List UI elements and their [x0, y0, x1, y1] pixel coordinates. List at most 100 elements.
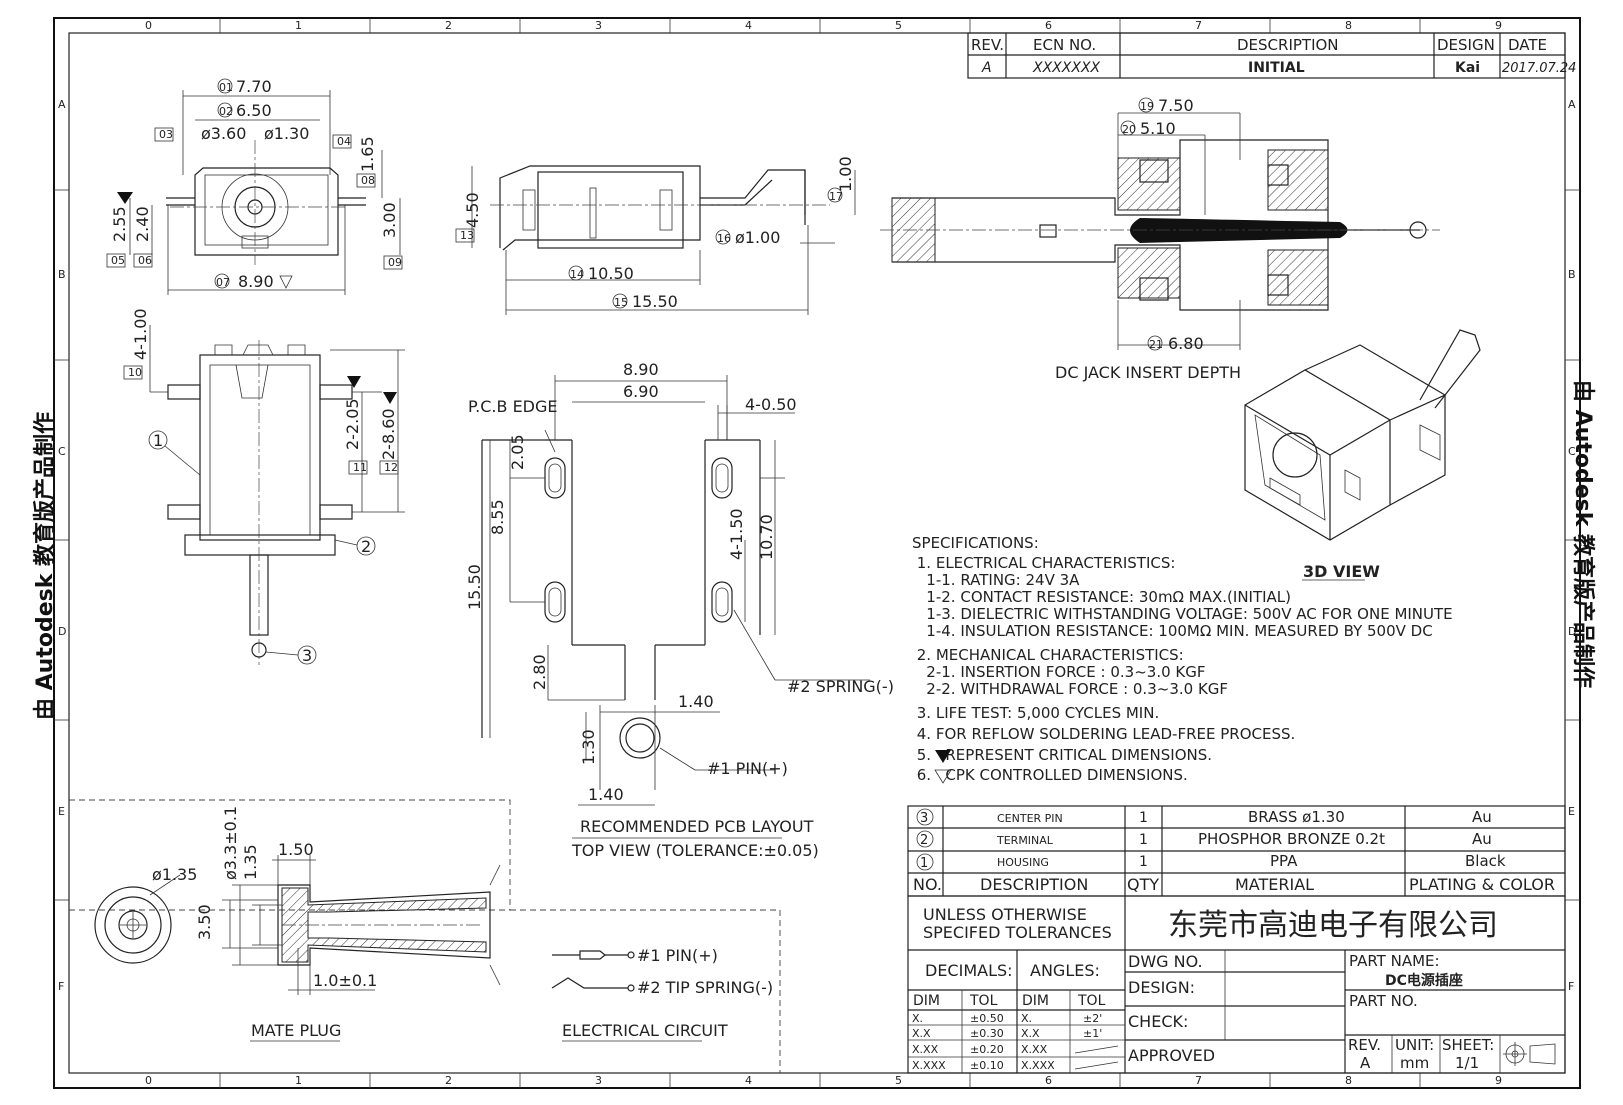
rev-label: REV. — [1348, 1036, 1381, 1054]
circuit-pin-label: #1 PIN(+) — [637, 946, 718, 965]
balloon-19: 19 — [1140, 100, 1154, 113]
dwg-no-label: DWG NO. — [1128, 952, 1203, 971]
tol-header: TOL — [1077, 993, 1106, 1009]
date-value: 2017.07.24 — [1502, 61, 1576, 76]
revision-table: REV. ECN NO. DESCRIPTION DESIGN DATE A X… — [967, 32, 1576, 79]
spring-label: #2 SPRING(-) — [787, 677, 894, 696]
balloon-04: 04 — [337, 135, 351, 148]
dec-tol: ±0.10 — [970, 1059, 1004, 1072]
dim-pcb-2-80: 2.80 — [530, 654, 549, 690]
ang-dim: X. — [1021, 1012, 1032, 1025]
circuit-label: ELECTRICAL CIRCUIT — [562, 1021, 728, 1040]
date-header: DATE — [1508, 36, 1547, 54]
row-label: F — [58, 980, 64, 993]
balloon-16: 16 — [717, 232, 731, 245]
3d-view-label: 3D VIEW — [1303, 562, 1380, 581]
dim-pcb-1-40b: 1.40 — [588, 785, 624, 804]
bom-material: PPA — [1270, 852, 1298, 870]
balloon-13: 13 — [460, 229, 474, 242]
cpk-triangle-icon — [934, 769, 952, 784]
sheet-label: SHEET: — [1442, 1036, 1494, 1054]
row-label: A — [1568, 98, 1576, 111]
sheet-value: 1/1 — [1455, 1054, 1479, 1072]
specifications: SPECIFICATIONS: 1. ELECTRICAL CHARACTERI… — [912, 534, 1453, 784]
bom-plating: Black — [1465, 852, 1506, 870]
spec-line: 2-1. INSERTION FORCE : 0.3~3.0 KGF — [912, 663, 1205, 681]
dec-dim: X.XX — [912, 1043, 939, 1056]
tol-header: TOL — [969, 993, 998, 1009]
col-label: 0 — [145, 19, 152, 32]
ang-dim: X.XXX — [1021, 1059, 1055, 1072]
balloon-01: 01 — [219, 81, 233, 94]
balloon-11: 11 — [353, 461, 367, 474]
spec-line: 2-2. WITHDRAWAL FORCE : 0.3~3.0 KGF — [912, 680, 1228, 698]
dec-tol: ±0.50 — [970, 1012, 1004, 1025]
spec-line: 1-2. CONTACT RESISTANCE: 30mΩ MAX.(INITI… — [912, 588, 1291, 606]
top-view: 4-1.00 10 2-2.05 11 2-8.60 12 1 2 3 — [123, 308, 405, 665]
row-label: B — [1568, 268, 1576, 281]
balloon-10: 10 — [128, 366, 142, 379]
dim-5-10: 5.10 — [1140, 119, 1176, 138]
balloon-21: 21 — [1149, 338, 1163, 351]
mate-plug-d2: 1.35 — [241, 844, 260, 880]
ang-dim: X.XX — [1021, 1043, 1048, 1056]
col-label: 3 — [595, 1074, 602, 1087]
col-label: 1 — [295, 19, 302, 32]
description-value: INITIAL — [1248, 60, 1305, 76]
dec-dim: X.X — [912, 1027, 931, 1040]
dim-pcb-6-90: 6.90 — [623, 382, 659, 401]
spec-line: 1-3. DIELECTRIC WITHSTANDING VOLTAGE: 50… — [912, 605, 1453, 623]
dim-header: DIM — [913, 993, 940, 1009]
dim-hole-inner: ø1.30 — [264, 124, 309, 143]
part-name-label: PART NAME: — [1349, 952, 1440, 970]
dec-tol: ±0.30 — [970, 1027, 1004, 1040]
col-label: 1 — [295, 1074, 302, 1087]
design-label: DESIGN: — [1128, 978, 1195, 997]
ecn-header: ECN NO. — [1033, 36, 1096, 54]
ang-dim: X.X — [1021, 1027, 1040, 1040]
pcb-layout-title: RECOMMENDED PCB LAYOUT — [580, 817, 814, 836]
sheet-frame: 0 1 2 3 4 5 6 7 8 9 0 1 2 3 4 5 6 7 8 9 … — [53, 17, 1581, 1089]
electrical-circuit: #1 PIN(+) #2 TIP SPRING(-) ELECTRICAL CI… — [551, 946, 773, 1042]
spec-heading: SPECIFICATIONS: — [912, 534, 1039, 552]
dim-2-55: 2.55 — [110, 206, 129, 242]
dim-pcb-15-50: 15.50 — [465, 564, 484, 610]
pin-label: #1 PIN(+) — [707, 759, 788, 778]
spec-line: 6. CPK CONTROLLED DIMENSIONS. — [912, 766, 1188, 784]
bom-header-material: MATERIAL — [1235, 875, 1314, 894]
col-label: 8 — [1345, 1074, 1352, 1087]
balloon-07: 07 — [216, 276, 230, 289]
dim-6-80: 6.80 — [1168, 334, 1204, 353]
balloon-12: 12 — [384, 461, 398, 474]
description-header: DESCRIPTION — [1237, 36, 1339, 54]
spec-line: 1-1. RATING: 24V 3A — [912, 571, 1080, 589]
col-label: 2 — [445, 1074, 452, 1087]
ecn-value: XXXXXXX — [1032, 60, 1101, 76]
row-label: C — [1568, 445, 1576, 458]
row-label: E — [58, 805, 65, 818]
balloon-14: 14 — [570, 268, 584, 281]
mate-plug-view: ø1.35 ø3.3±0.1 1.35 1.50 3.50 1.0±0.1 MA… — [69, 799, 781, 1073]
tolerance-line1: UNLESS OTHERWISE — [923, 905, 1087, 924]
side-view: 4.50 13 14 10.50 15 15.50 16 ø1.00 1.00 … — [455, 156, 856, 315]
insert-depth-view: 19 7.50 20 5.10 21 6.80 DC JACK INSERT D… — [880, 96, 1440, 382]
bom-no: 1 — [920, 856, 928, 871]
dim-6-50: 6.50 — [236, 101, 272, 120]
dim-2-40: 2.40 — [133, 206, 152, 242]
unit-value: mm — [1400, 1054, 1429, 1072]
dim-pcb-2-05: 2.05 — [508, 434, 527, 470]
bom-material: BRASS ø1.30 — [1248, 808, 1345, 826]
col-label: 7 — [1195, 1074, 1202, 1087]
dim-pcb-8-90: 8.90 — [623, 360, 659, 379]
pcb-edge-label: P.C.B EDGE — [468, 397, 558, 416]
watermark-right: 由 Autodesk 教育版产品制作 — [1570, 380, 1596, 688]
spec-line: 3. LIFE TEST: 5,000 CYCLES MIN. — [912, 704, 1159, 722]
spec-line: 2. MECHANICAL CHARACTERISTICS: — [912, 646, 1184, 664]
balloon-20: 20 — [1122, 123, 1136, 136]
company-name: 东莞市高迪电子有限公司 — [1168, 908, 1498, 943]
dim-pcb-8-55: 8.55 — [488, 499, 507, 535]
front-view: 01 7.70 02 6.50 03 ø3.60 ø1.30 04 1.65 0… — [106, 77, 403, 295]
dim-1-00: 1.00 — [836, 156, 855, 192]
dec-dim: X.XXX — [912, 1059, 946, 1072]
critical-triangle-icon — [383, 392, 397, 404]
